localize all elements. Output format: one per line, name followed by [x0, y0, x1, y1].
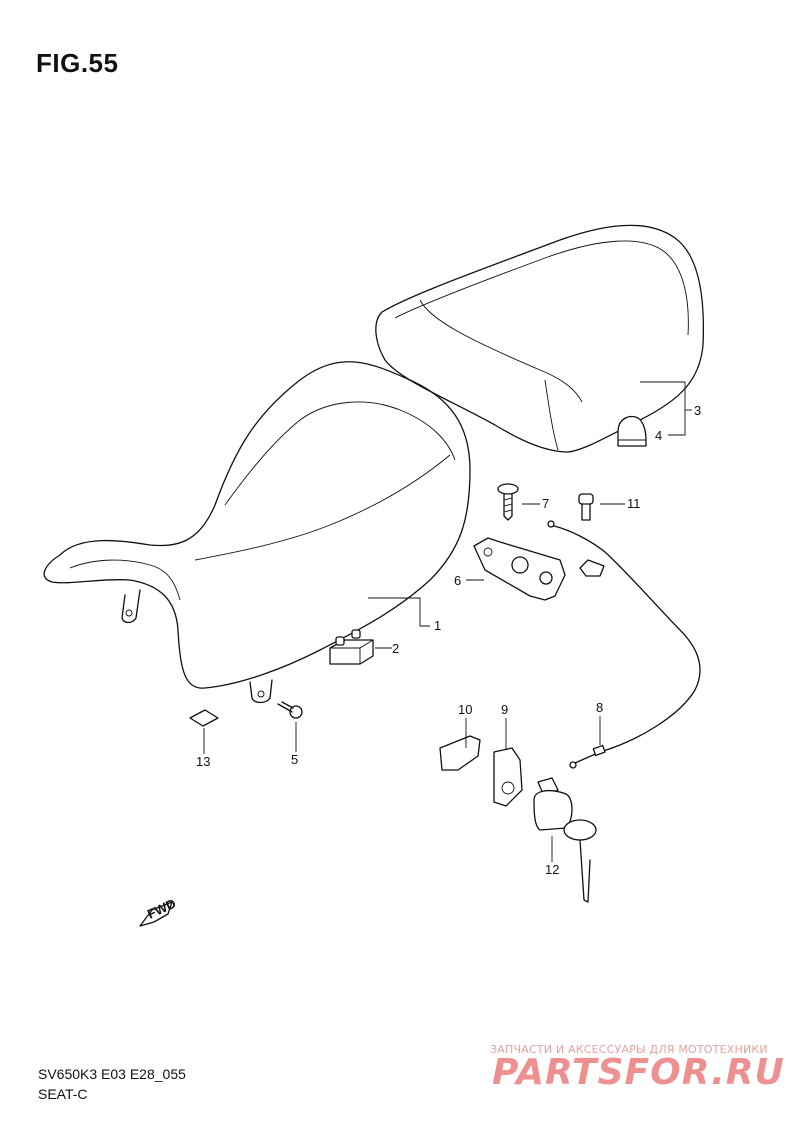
callout-8: 8	[596, 700, 603, 715]
label-plate[interactable]	[189, 709, 219, 727]
seat-lock-cable[interactable]	[547, 520, 701, 769]
callout-3: 3	[694, 403, 701, 418]
model-code: SV650K3 E03 E28_055	[38, 1066, 186, 1082]
figure-title: FIG.55	[36, 48, 119, 78]
rear-cushion[interactable]	[617, 415, 647, 447]
callout-1: 1	[434, 618, 441, 633]
callout-2: 2	[392, 641, 399, 656]
callout-10: 10	[458, 702, 472, 717]
callout-11: 11	[627, 496, 641, 511]
seat-latch[interactable]	[473, 537, 605, 601]
forward-arrow-icon: FWD	[139, 896, 178, 927]
section-name: SEAT-C	[38, 1086, 88, 1102]
callout-5: 5	[291, 752, 298, 767]
screw-5[interactable]	[277, 701, 303, 719]
callout-4: 4	[655, 428, 662, 443]
callout-labels: 1 2 3 4 5 6 7 8 9 10 11 12 13	[196, 403, 701, 877]
cable-clip[interactable]	[439, 735, 481, 771]
callout-7: 7	[542, 496, 549, 511]
watermark-tagline: ЗАПЧАСТИ И АКСЕССУАРЫ ДЛЯ МОТОТЕХНИКИ	[490, 1043, 768, 1056]
seat-lock-set[interactable]	[533, 777, 597, 903]
callout-6: 6	[454, 573, 461, 588]
lock-bracket[interactable]	[493, 747, 523, 807]
rear-seat[interactable]	[375, 224, 705, 453]
main-seat[interactable]	[43, 361, 471, 704]
seat-bumper[interactable]	[329, 629, 374, 665]
watermark-logo: PARTSFOR.RU	[492, 1052, 785, 1093]
screw-7[interactable]	[497, 483, 519, 521]
bolt-11[interactable]	[578, 493, 594, 521]
leader-lines	[203, 381, 692, 862]
callout-13: 13	[196, 754, 210, 769]
callout-9: 9	[501, 702, 508, 717]
callout-12: 12	[545, 862, 559, 877]
